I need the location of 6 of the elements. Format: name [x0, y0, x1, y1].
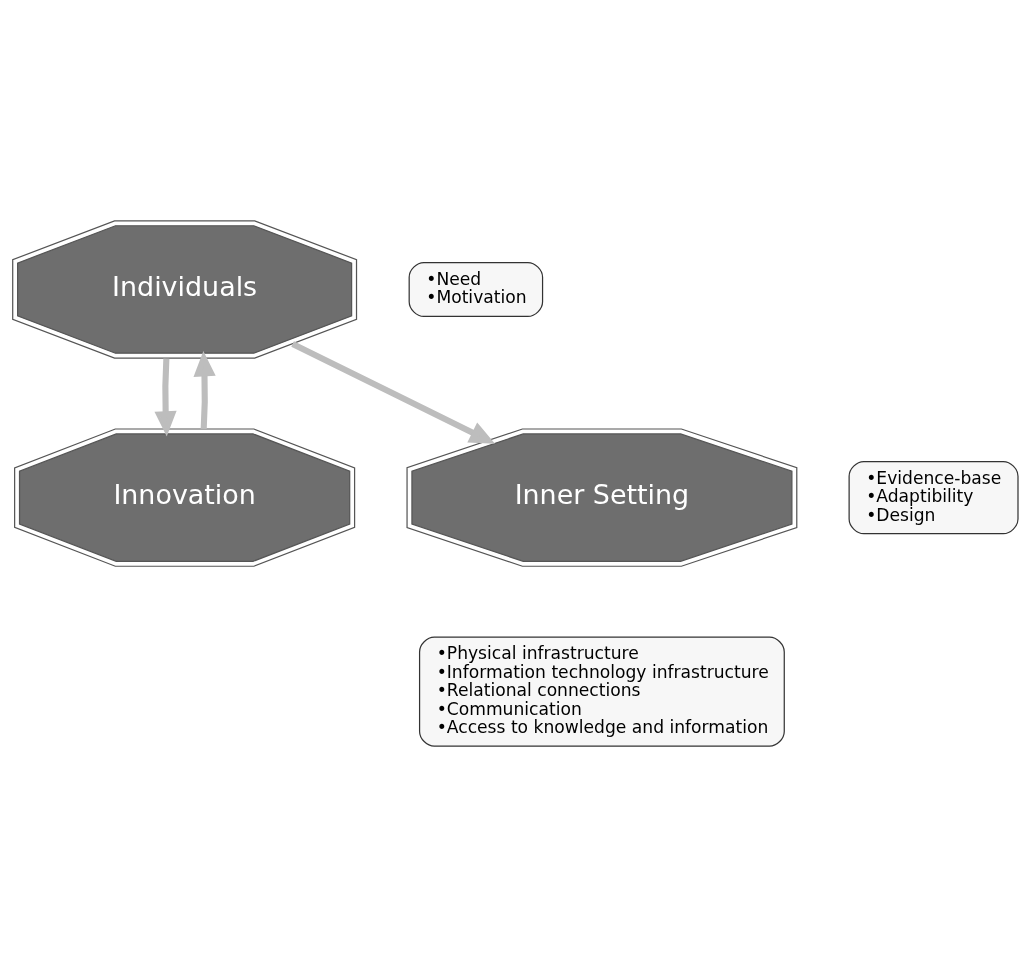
node-box: •Need •Motivation [408, 261, 544, 317]
node-box: •Physical infrastructure •Information technology infrastructure •Relational connections •Communication •Access to knowledge and information [418, 636, 785, 747]
arrow [154, 357, 177, 437]
arrow [193, 350, 216, 429]
node-box: •Evidence-base •Adaptibility •Design [848, 460, 1019, 534]
arrow [291, 340, 495, 444]
